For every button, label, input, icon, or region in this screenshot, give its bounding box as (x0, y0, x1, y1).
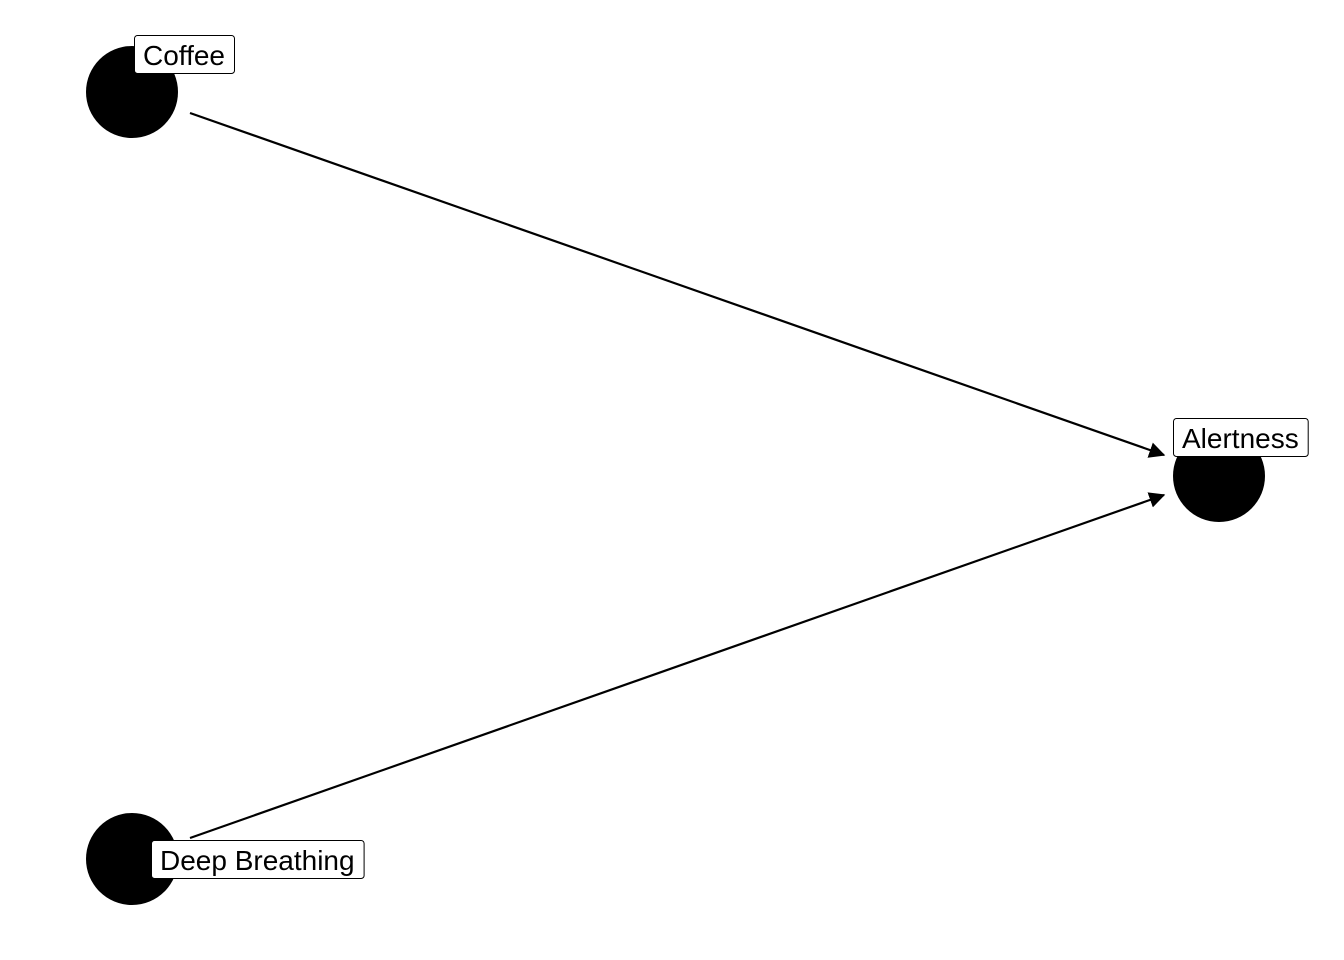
node-coffee-label-text: Coffee (143, 40, 225, 71)
node-coffee-label-box (134, 35, 235, 74)
node-deep-breathing-label-text: Deep Breathing (160, 845, 355, 876)
edge-coffee-to-alertness (189, 111, 1166, 458)
edges-group (189, 111, 1166, 840)
node-coffee-label: Coffee (134, 35, 235, 74)
labels-group: Coffee Alertness Deep Breathing (134, 35, 1309, 879)
node-alertness-label-box (1173, 418, 1309, 457)
node-alertness-label-text: Alertness (1182, 423, 1299, 454)
node-deep-breathing-label: Deep Breathing (151, 840, 365, 879)
node-deep-breathing-label-box (151, 840, 365, 879)
node-deep-breathing-circle (86, 813, 178, 905)
node-alertness-label: Alertness (1173, 418, 1309, 457)
edge-deep-breathing-to-alertness (189, 492, 1166, 840)
nodes-group (86, 46, 1265, 905)
